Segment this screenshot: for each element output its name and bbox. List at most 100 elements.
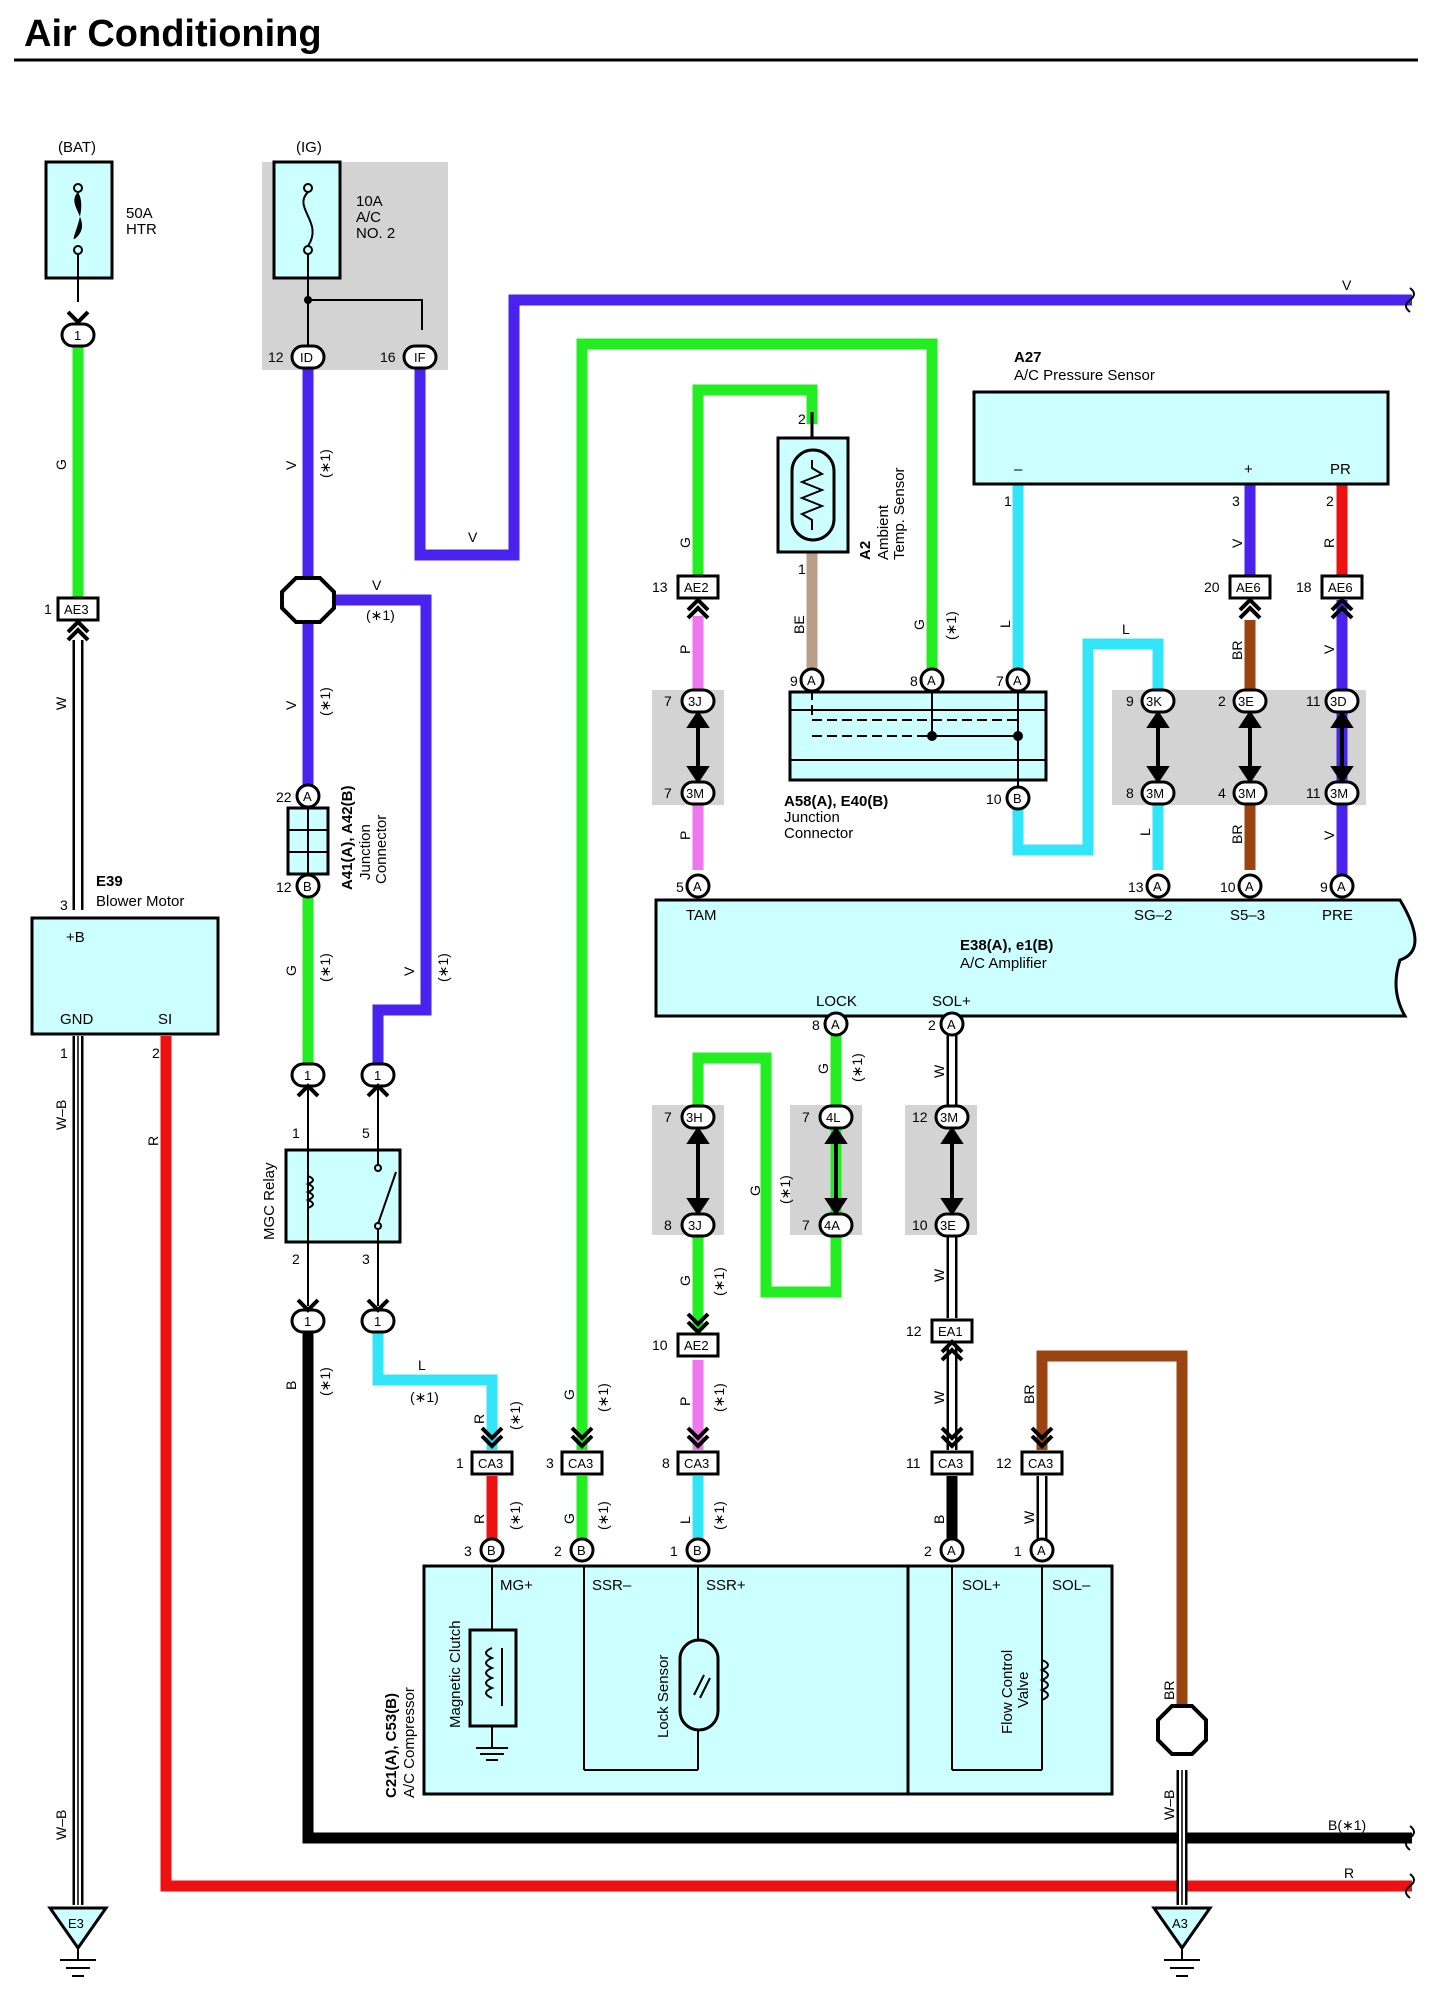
svg-text:3E: 3E <box>940 1218 956 1233</box>
svg-text:(∗1): (∗1) <box>507 1401 523 1430</box>
svg-text:E3: E3 <box>68 1916 84 1931</box>
svg-text:V: V <box>401 966 417 976</box>
tag-relay-1d: 1 <box>360 1308 396 1334</box>
svg-text:3: 3 <box>546 1455 554 1471</box>
pin-sol: A2 <box>928 1011 965 1037</box>
svg-text:(∗1): (∗1) <box>711 1383 727 1412</box>
svg-text:A: A <box>1337 879 1346 894</box>
svg-text:18: 18 <box>1296 579 1312 595</box>
svg-text:10: 10 <box>652 1337 668 1353</box>
svg-text:8: 8 <box>812 1017 820 1033</box>
svg-text:W–B: W–B <box>53 1810 69 1840</box>
svg-text:BE: BE <box>791 615 807 634</box>
svg-text:2: 2 <box>1218 693 1226 709</box>
pin-lock: A8 <box>812 1011 849 1037</box>
svg-text:1: 1 <box>798 561 806 577</box>
pin-a41-b: B12 <box>276 873 321 899</box>
svg-text:3J: 3J <box>688 694 702 709</box>
svg-text:12: 12 <box>268 349 284 365</box>
svg-text:V: V <box>1229 538 1245 548</box>
svg-text:SG–2: SG–2 <box>1134 907 1172 924</box>
svg-text:+B: +B <box>66 929 85 946</box>
svg-text:11: 11 <box>1306 785 1321 801</box>
svg-text:(∗1): (∗1) <box>366 607 395 623</box>
svg-text:9: 9 <box>790 673 798 689</box>
svg-text:–: – <box>1014 461 1023 478</box>
svg-text:10: 10 <box>912 1217 928 1233</box>
svg-text:1: 1 <box>1014 1543 1022 1559</box>
tag-3e-bot: 3E 10 <box>912 1212 970 1238</box>
svg-text:8: 8 <box>910 673 918 689</box>
svg-text:L: L <box>997 620 1013 628</box>
svg-text:G: G <box>677 537 693 548</box>
svg-text:4L: 4L <box>826 1110 840 1125</box>
svg-text:(∗1): (∗1) <box>595 1383 611 1412</box>
svg-text:9: 9 <box>1320 879 1328 895</box>
svg-text:(∗1): (∗1) <box>507 1501 523 1530</box>
svg-text:PR: PR <box>1330 461 1351 478</box>
pin-solp: A2 <box>924 1537 965 1563</box>
wire-br-sol-minus <box>1036 1350 1188 1728</box>
wire-l-e40-3k <box>1012 638 1164 856</box>
svg-text:13: 13 <box>1128 879 1144 895</box>
svg-text:TAM: TAM <box>686 907 717 924</box>
junction-connector-a58: A58(A), E40(B) Junction Connector <box>784 690 1048 842</box>
svg-text:A/C: A/C <box>356 209 381 226</box>
svg-text:(∗1): (∗1) <box>317 953 333 982</box>
wire-g-lock-loop <box>692 1024 842 1298</box>
svg-text:(∗1): (∗1) <box>317 1367 333 1396</box>
pin-sg2: A13 <box>1128 873 1171 899</box>
pin-pre: A9 <box>1320 873 1355 899</box>
ambient-temp-sensor-a2: 2 1 A2 Ambient Temp. Sensor <box>776 411 908 577</box>
svg-text:W: W <box>1021 1510 1037 1524</box>
junction-connector-a41: A41(A), A42(B) Junction Connector <box>286 786 390 890</box>
tag-relay-1b: 1 <box>360 1062 396 1088</box>
svg-text:Junction: Junction <box>784 809 840 826</box>
svg-text:SOL–: SOL– <box>1052 1577 1091 1594</box>
svg-text:B: B <box>577 1543 586 1558</box>
svg-text:L: L <box>677 1516 693 1524</box>
svg-text:B: B <box>931 1515 947 1524</box>
svg-text:9: 9 <box>1126 693 1134 709</box>
svg-text:(∗1): (∗1) <box>711 1267 727 1296</box>
svg-text:P: P <box>677 1397 693 1406</box>
svg-text:Ambient: Ambient <box>875 504 892 560</box>
svg-text:V: V <box>372 577 382 593</box>
svg-text:B: B <box>693 1543 702 1558</box>
svg-text:E39: E39 <box>96 873 123 890</box>
svg-text:W: W <box>53 696 69 710</box>
svg-text:(∗1): (∗1) <box>410 1389 439 1405</box>
svg-text:3E: 3E <box>1238 694 1254 709</box>
svg-text:7: 7 <box>664 693 672 709</box>
svg-text:V: V <box>283 460 299 470</box>
svg-text:12: 12 <box>912 1109 928 1125</box>
svg-text:7: 7 <box>802 1217 810 1233</box>
svg-text:(BAT): (BAT) <box>58 139 96 156</box>
svg-text:A/C Compressor: A/C Compressor <box>401 1687 418 1798</box>
svg-text:A3: A3 <box>1172 1916 1188 1931</box>
svg-text:2: 2 <box>554 1543 562 1559</box>
wire-b-relay-ground <box>302 1330 1412 1844</box>
svg-text:V: V <box>283 700 299 710</box>
svg-text:2: 2 <box>1326 493 1334 509</box>
svg-text:5: 5 <box>362 1125 370 1141</box>
svg-text:(∗1): (∗1) <box>777 1175 793 1204</box>
wire-v-ig-to-right <box>414 294 1412 561</box>
svg-text:8: 8 <box>664 1217 672 1233</box>
ground-a3: A3 <box>1151 1906 1213 1977</box>
svg-text:4A: 4A <box>824 1218 840 1233</box>
blower-motor-e39: E39 Blower Motor +B GND SI 3 1 2 <box>30 873 220 1061</box>
svg-text:8: 8 <box>662 1455 670 1471</box>
svg-text:1: 1 <box>374 1068 381 1083</box>
svg-text:8: 8 <box>1126 785 1134 801</box>
svg-text:R: R <box>1344 1865 1354 1881</box>
svg-text:V: V <box>1321 644 1337 654</box>
svg-text:Connector: Connector <box>373 815 390 884</box>
svg-text:BR: BR <box>1229 641 1245 660</box>
svg-text:AE3: AE3 <box>64 602 89 617</box>
wire-g-long-ssr <box>576 338 938 1450</box>
